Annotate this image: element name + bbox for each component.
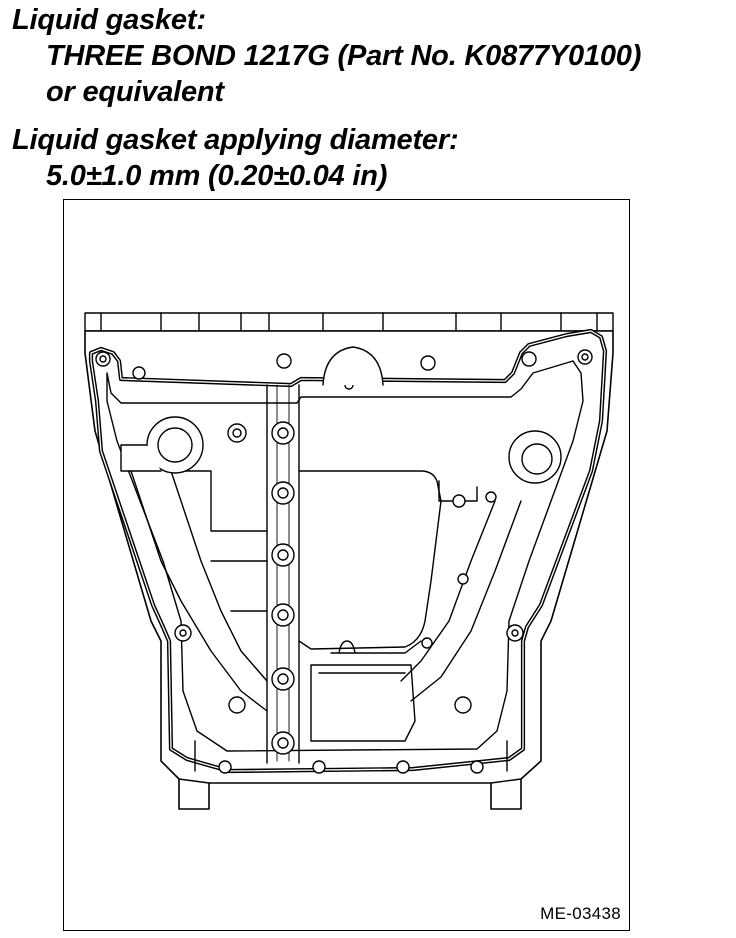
rib-bolt-holes bbox=[271, 421, 295, 755]
center-dome bbox=[322, 346, 384, 386]
liquid-gasket-spec: Liquid gasket: THREE BOND 1217G (Part No… bbox=[12, 2, 641, 110]
lower-feet bbox=[178, 740, 522, 784]
spec-value-line: 5.0±1.0 mm (0.20±0.04 in) bbox=[46, 160, 388, 192]
spec-value-line: or equivalent bbox=[46, 76, 224, 108]
spec-label: Liquid gasket: bbox=[12, 4, 206, 36]
spec-value-line: THREE BOND 1217G (Part No. K0877Y0100) bbox=[46, 40, 642, 72]
figure-id-label: ME-03438 bbox=[540, 904, 621, 923]
gasket-diameter-spec: Liquid gasket applying diameter: 5.0±1.0… bbox=[12, 122, 459, 194]
spec-label: Liquid gasket applying diameter: bbox=[12, 124, 459, 156]
center-rib bbox=[266, 384, 300, 764]
right-mount-boss bbox=[508, 430, 562, 484]
inner-rim bbox=[106, 360, 584, 752]
left-mount-boss bbox=[120, 416, 204, 474]
flange-bolt-holes bbox=[95, 349, 593, 774]
center-window bbox=[298, 470, 442, 742]
left-brace bbox=[130, 470, 268, 712]
oil-pan-illustration bbox=[84, 312, 614, 810]
illustration-frame: ME-03438 bbox=[63, 199, 630, 931]
